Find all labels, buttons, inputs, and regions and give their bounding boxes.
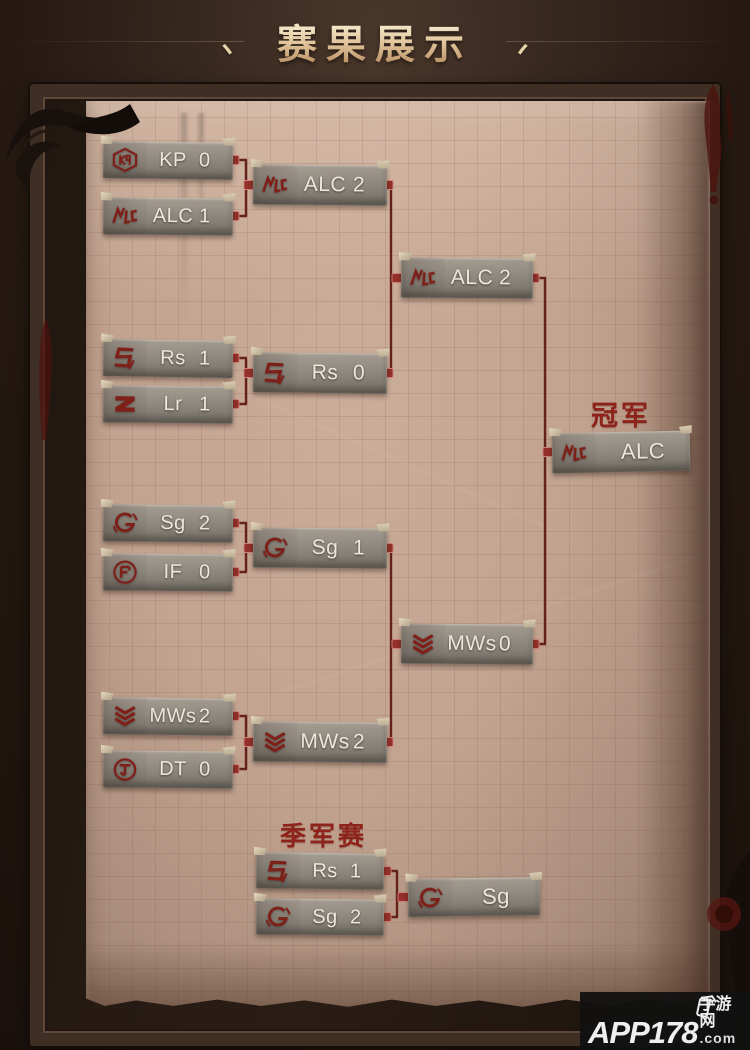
page-title: 赛果展示 xyxy=(277,12,473,70)
qf-plaque-dt[interactable]: DT 0 xyxy=(102,750,234,789)
sg-team-logo-icon xyxy=(252,527,298,568)
lr-team-logo-icon xyxy=(102,385,148,423)
sf-plaque-sg[interactable]: Sg 1 xyxy=(252,527,388,569)
team-score: 1 xyxy=(352,536,365,560)
qf-plaque-mws[interactable]: MWs 2 xyxy=(102,697,234,736)
qf-plaque-sg[interactable]: Sg 2 xyxy=(102,504,234,543)
sg-team-logo-icon xyxy=(407,878,453,917)
mws-team-logo-icon xyxy=(252,721,298,762)
rs-team-logo-icon xyxy=(102,338,148,377)
final-plaque-alc[interactable]: ALC 2 xyxy=(400,257,534,299)
team-name: ALC xyxy=(152,204,194,228)
title-deco-left-icon: 、 xyxy=(218,19,259,63)
team-score: 1 xyxy=(349,859,362,883)
team-score: 0 xyxy=(198,149,211,172)
team-name: Rs xyxy=(311,360,339,385)
team-score: 2 xyxy=(198,512,211,535)
alc-team-logo-icon xyxy=(551,432,597,474)
sf-plaque-mws[interactable]: MWs 2 xyxy=(252,721,388,763)
mws-team-logo-icon xyxy=(400,623,446,664)
team-name: Rs xyxy=(312,859,338,882)
team-score: 2 xyxy=(352,173,365,197)
picture-frame xyxy=(30,84,720,1046)
sf-plaque-rs[interactable]: Rs 0 xyxy=(252,352,388,394)
team-score: 0 xyxy=(498,632,511,656)
third-plaque-sg[interactable]: Sg 2 xyxy=(255,898,385,936)
qf-plaque-alc[interactable]: ALC 1 xyxy=(102,197,234,236)
title-bar: 、 赛果展示 、 xyxy=(0,0,750,82)
watermark-brand: APP178 xyxy=(588,1014,698,1050)
title-divider-right xyxy=(506,41,744,42)
team-name: MWs xyxy=(149,704,197,728)
watermark-tld: .com xyxy=(699,1030,737,1046)
team-name: Sg xyxy=(481,883,511,909)
team-name: Lr xyxy=(163,392,183,416)
rs-team-logo-icon xyxy=(252,352,298,393)
if-team-logo-icon xyxy=(102,553,148,591)
team-name: KP xyxy=(159,148,188,172)
team-score: 1 xyxy=(198,393,211,416)
team-score: 0 xyxy=(198,758,211,781)
team-score: 2 xyxy=(198,705,211,728)
team-name: IF xyxy=(163,560,183,584)
team-name: ALC xyxy=(450,265,494,290)
champion-label: 冠军 xyxy=(591,401,651,431)
sg-team-logo-icon xyxy=(102,504,148,542)
dt-team-logo-icon xyxy=(102,750,148,788)
team-name: MWs xyxy=(447,631,497,656)
sf-plaque-alc[interactable]: ALC 2 xyxy=(252,164,388,206)
third-place-label: 季军赛 xyxy=(280,822,368,851)
kp-team-logo-icon xyxy=(102,141,148,179)
sg-team-logo-icon xyxy=(255,898,301,935)
qf-plaque-rs[interactable]: Rs 1 xyxy=(102,338,234,379)
team-name: Sg xyxy=(312,905,338,928)
rs-team-logo-icon xyxy=(255,852,301,889)
team-score: 2 xyxy=(498,266,511,290)
qf-plaque-lr[interactable]: Lr 1 xyxy=(102,385,234,424)
final-plaque-mws[interactable]: MWs 0 xyxy=(400,623,534,665)
qf-plaque-if[interactable]: IF 0 xyxy=(102,553,234,592)
team-name: DT xyxy=(159,757,187,781)
watermark: APP178 手游网 .com xyxy=(580,992,750,1050)
alc-team-logo-icon xyxy=(400,257,446,298)
champion-plaque-alc[interactable]: ALC xyxy=(551,430,691,474)
third-winner-plaque-sg[interactable]: Sg xyxy=(407,877,541,917)
team-score: 0 xyxy=(352,361,365,385)
team-name: Sg xyxy=(311,535,339,560)
title-divider-left xyxy=(6,41,244,42)
team-name: ALC xyxy=(620,438,666,465)
alc-team-logo-icon xyxy=(252,164,298,205)
team-name: MWs xyxy=(300,729,350,754)
team-name: ALC xyxy=(303,172,347,197)
team-name: Sg xyxy=(160,511,186,535)
title-deco-right-icon: 、 xyxy=(491,19,532,63)
qf-plaque-kp[interactable]: KP 0 xyxy=(102,141,234,180)
phone-icon xyxy=(692,995,717,1019)
third-plaque-rs[interactable]: Rs 1 xyxy=(255,852,385,890)
team-score: 2 xyxy=(349,905,362,928)
team-score: 1 xyxy=(198,205,211,228)
alc-team-logo-icon xyxy=(102,197,148,235)
mws-team-logo-icon xyxy=(102,697,148,735)
team-score: 0 xyxy=(198,561,211,584)
team-name: Rs xyxy=(160,346,186,370)
paper-edge-stain xyxy=(638,101,710,1007)
team-score: 2 xyxy=(352,730,365,754)
team-score: 1 xyxy=(198,347,211,370)
